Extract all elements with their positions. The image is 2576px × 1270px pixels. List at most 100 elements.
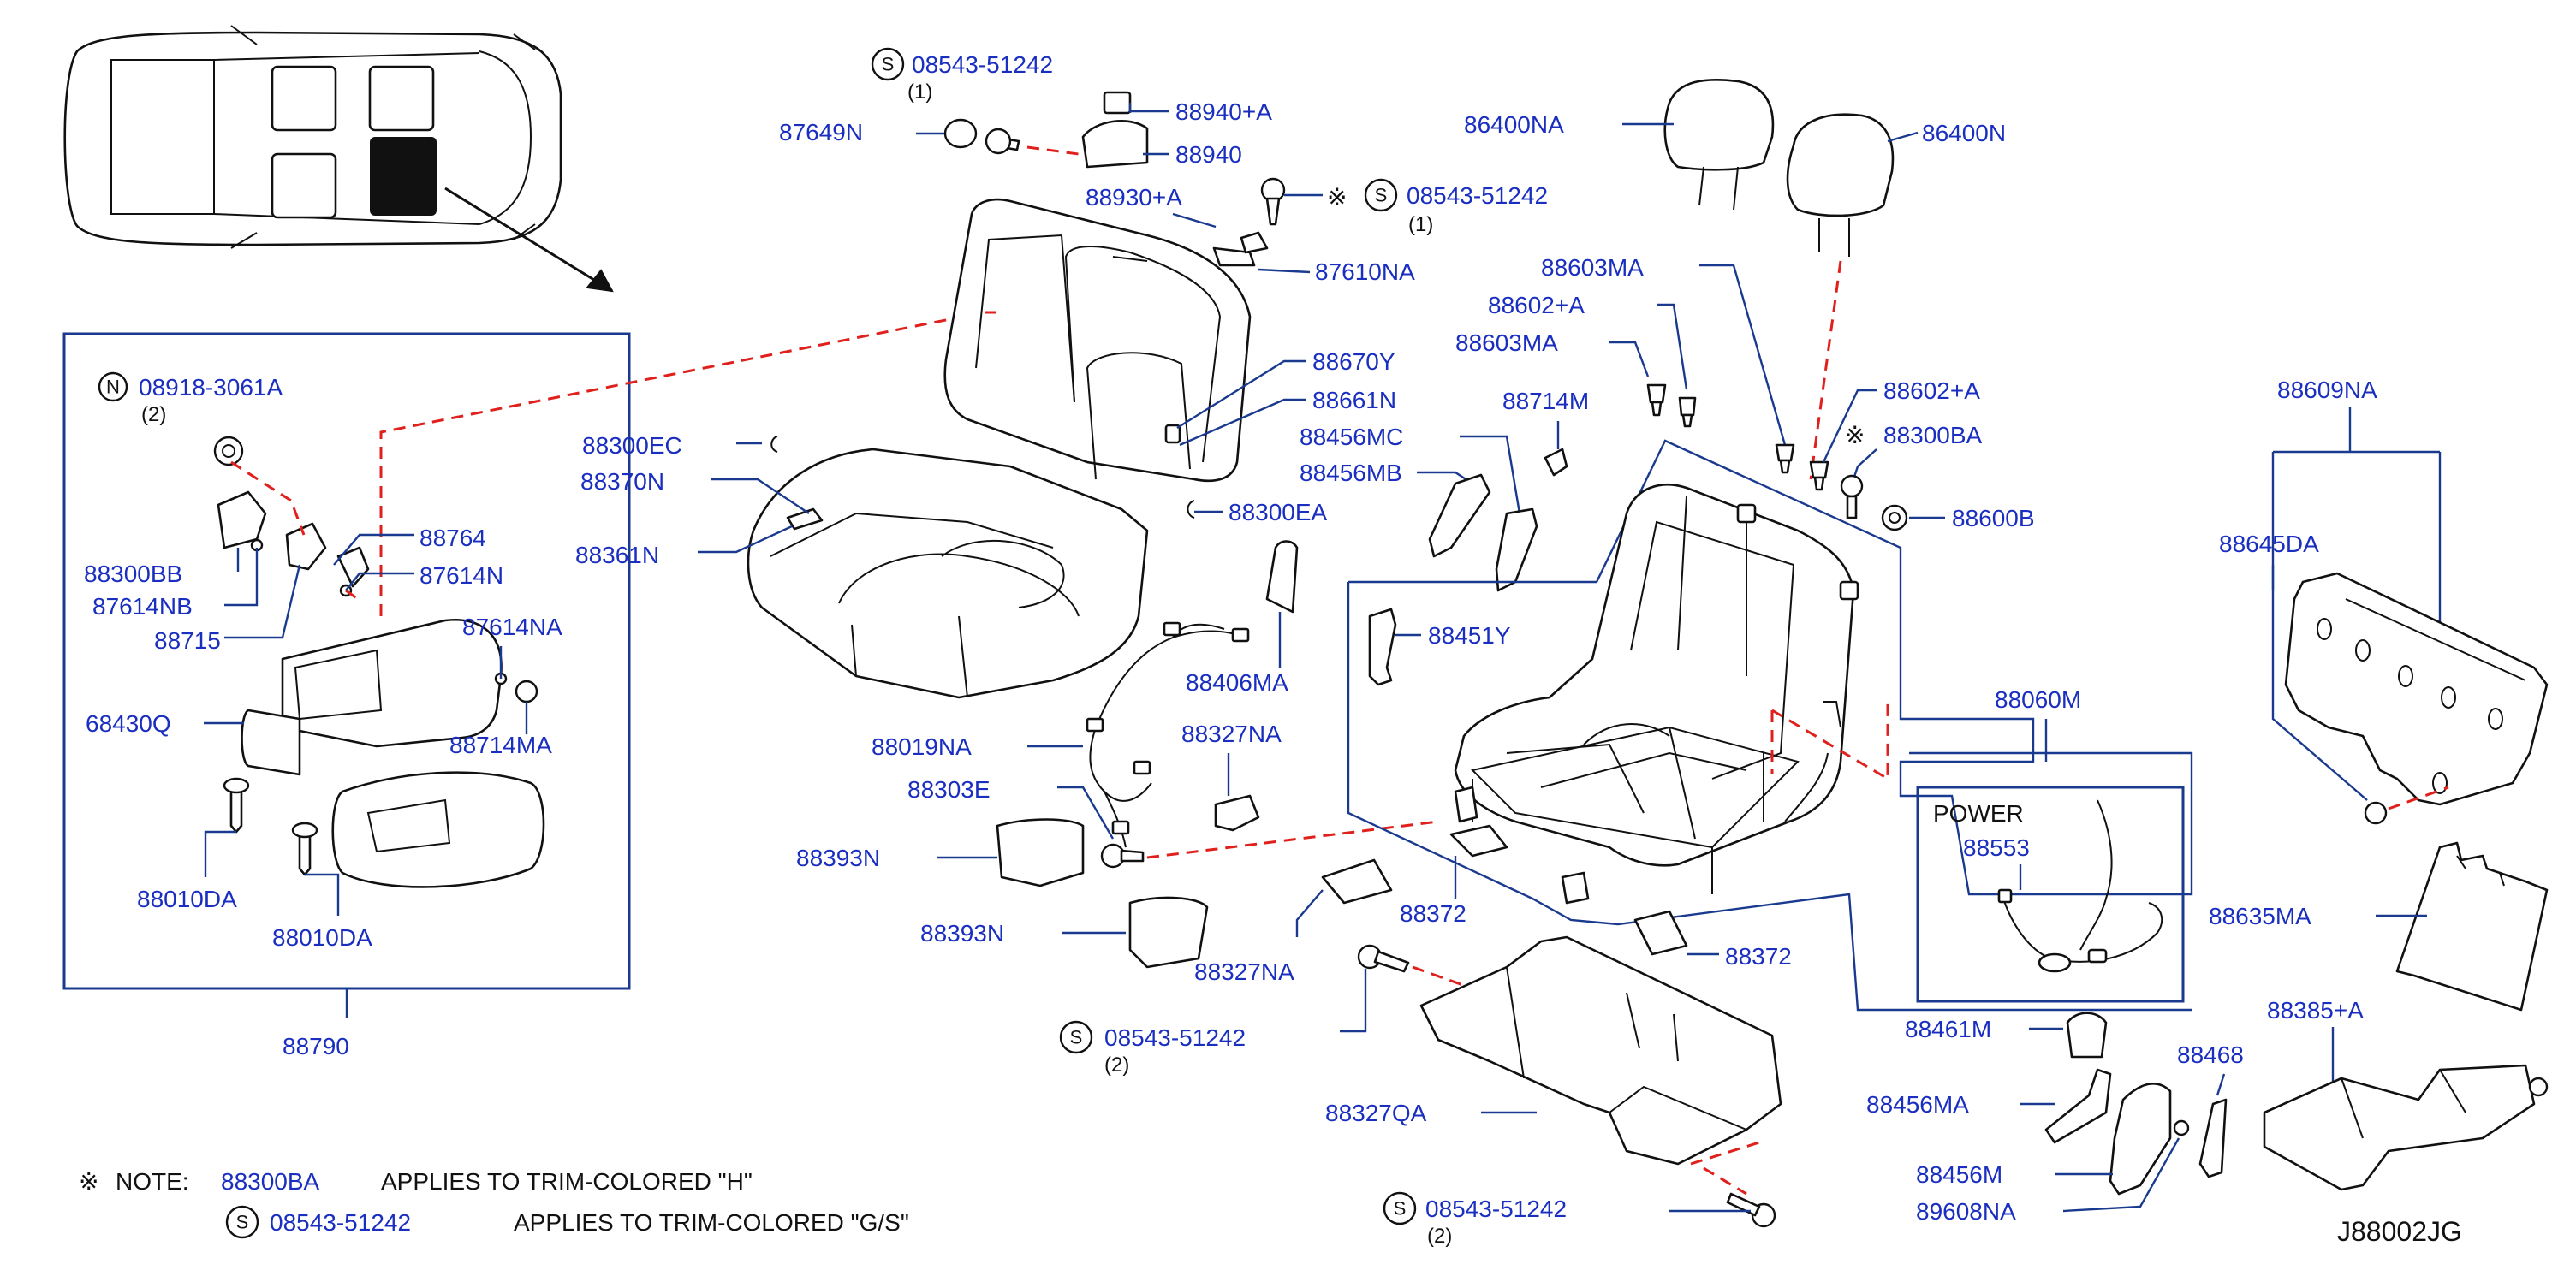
- clip-89608NA: [2173, 1119, 2190, 1136]
- svg-text:S: S: [1375, 185, 1388, 206]
- asterisk-mark-2: ※: [1845, 422, 1865, 448]
- seat-back-icon: [943, 198, 1252, 483]
- label-87614NA: 87614NA: [462, 614, 562, 640]
- label-88327QA: 88327QA: [1325, 1100, 1427, 1126]
- label-88372-b: 88372: [1725, 943, 1792, 970]
- note-mark: ※: [79, 1168, 98, 1195]
- label-88600B: 88600B: [1952, 505, 2035, 531]
- bolt-icon: [1646, 383, 1829, 491]
- note-line1-part: 88300BA: [221, 1168, 320, 1195]
- label-08918-3061A: 08918-3061A: [139, 374, 283, 401]
- clip-88300EC: [770, 436, 778, 453]
- label-88300BB: 88300BB: [84, 561, 182, 587]
- label-08543-top: 08543-51242: [912, 51, 1053, 78]
- s-symbol-note: [225, 1205, 259, 1239]
- label-88715: 88715: [154, 627, 221, 654]
- label-87614NB: 87614NB: [92, 593, 193, 620]
- label-88940A: 88940+A: [1175, 98, 1272, 125]
- trim-cover-icon: [996, 818, 1085, 887]
- armrest-box: 88790: [62, 332, 631, 1059]
- label-88468: 88468: [2177, 1042, 2244, 1068]
- svg-text:S: S: [236, 1212, 249, 1233]
- s-symbol-bl: [1059, 1020, 1093, 1054]
- label-88456MA: 88456MA: [1866, 1091, 1969, 1118]
- label-88060M: 88060M: [1995, 686, 2081, 713]
- trim-88456M: [2109, 1083, 2172, 1196]
- svg-text:S: S: [1070, 1027, 1083, 1048]
- power-label: POWER: [1933, 800, 2024, 827]
- label-88456MB: 88456MB: [1300, 460, 1402, 486]
- seat-cushion-icon: [747, 448, 1149, 699]
- label-08543-bl: 08543-51242: [1104, 1024, 1246, 1051]
- label-88393N-a: 88393N: [796, 845, 880, 871]
- trim-88456MC: [1495, 507, 1538, 592]
- label-68430Q: 68430Q: [86, 710, 171, 737]
- label-88603MA-b: 88603MA: [1455, 329, 1558, 356]
- label-88300EC: 88300EC: [582, 432, 682, 459]
- trim-cover-icon: [1128, 896, 1209, 969]
- label-88327NA-b: 88327NA: [1194, 958, 1294, 985]
- trim-88456MB: [1428, 473, 1491, 558]
- bolt-icon: [1357, 944, 1410, 973]
- qty-08918: (2): [141, 403, 166, 426]
- cover-88327NA-b: [1321, 858, 1393, 905]
- cap-88940A: [1103, 91, 1132, 115]
- clip-87649N: [943, 118, 978, 149]
- bolt-icon: [1726, 1192, 1776, 1228]
- bracket-88451Y: [1368, 608, 1397, 686]
- label-88635MA: 88635MA: [2209, 903, 2311, 929]
- label-88714MA: 88714MA: [449, 732, 552, 758]
- bolt-icon: [1100, 843, 1145, 869]
- wire-harness-icon: [1997, 799, 2163, 973]
- label-88393N-b: 88393N: [920, 920, 1004, 947]
- label-88714M: 88714M: [1502, 388, 1589, 414]
- trim-88456MA: [2044, 1068, 2112, 1144]
- label-88327NA-a: 88327NA: [1181, 721, 1282, 747]
- label-88451Y: 88451Y: [1428, 622, 1511, 649]
- n-symbol: [98, 371, 128, 402]
- bracket-87610NA: [1212, 246, 1256, 267]
- label-89608NA: 89608NA: [1916, 1198, 2016, 1225]
- label-88661N: 88661N: [1312, 387, 1396, 413]
- label-88303E: 88303E: [907, 776, 991, 803]
- note-title: NOTE:: [116, 1168, 189, 1195]
- label-88456M: 88456M: [1916, 1161, 2002, 1188]
- qty-08543-top: (1): [907, 80, 932, 104]
- s-symbol-mid: [1364, 178, 1398, 212]
- label-88300BA: 88300BA: [1883, 422, 1983, 448]
- bracket-88372-a: [1449, 824, 1508, 858]
- seat-frame-icon: [1454, 484, 1859, 905]
- bolt-icon: [985, 128, 1020, 155]
- trim-cover-icon: [2284, 572, 2549, 806]
- asterisk-mark: ※: [1327, 184, 1347, 211]
- label-87614N: 87614N: [419, 562, 503, 589]
- headrest-icon: [1786, 113, 1895, 257]
- label-88553: 88553: [1963, 834, 2030, 861]
- car-top-view-icon: [63, 25, 614, 293]
- s-symbol-top: [871, 47, 905, 81]
- label-88019NA: 88019NA: [872, 733, 972, 760]
- label-88010DA-a: 88010DA: [137, 886, 237, 912]
- label-88930A: 88930+A: [1086, 184, 1182, 211]
- label-88764: 88764: [419, 525, 486, 551]
- trim-cover-icon: [1419, 935, 1782, 1166]
- note-line2-part: 08543-51242: [270, 1209, 411, 1236]
- label-88609NA: 88609NA: [2277, 377, 2377, 403]
- nut-icon: [1840, 474, 1908, 531]
- wire-harness-icon: [1086, 621, 1250, 848]
- note-line1-text: APPLIES TO TRIM-COLORED "H": [381, 1168, 753, 1195]
- headrest-icon: [1663, 78, 1775, 211]
- label-88361N: 88361N: [575, 542, 659, 568]
- label-88010DA-b: 88010DA: [272, 924, 372, 951]
- label-88603MA-a: 88603MA: [1541, 254, 1644, 281]
- cover-88327NA-a: [1214, 794, 1260, 832]
- bolt-icon: [1260, 177, 1286, 226]
- label-86400NA: 86400NA: [1464, 111, 1564, 138]
- label-86400N: 86400N: [1922, 120, 2006, 146]
- label-88670Y: 88670Y: [1312, 348, 1395, 375]
- label-88940: 88940: [1175, 141, 1242, 168]
- label-08543-br: 08543-51242: [1425, 1196, 1567, 1222]
- label-88370N: 88370N: [580, 468, 664, 495]
- note-line2-text: APPLIES TO TRIM-COLORED "G/S": [514, 1209, 909, 1236]
